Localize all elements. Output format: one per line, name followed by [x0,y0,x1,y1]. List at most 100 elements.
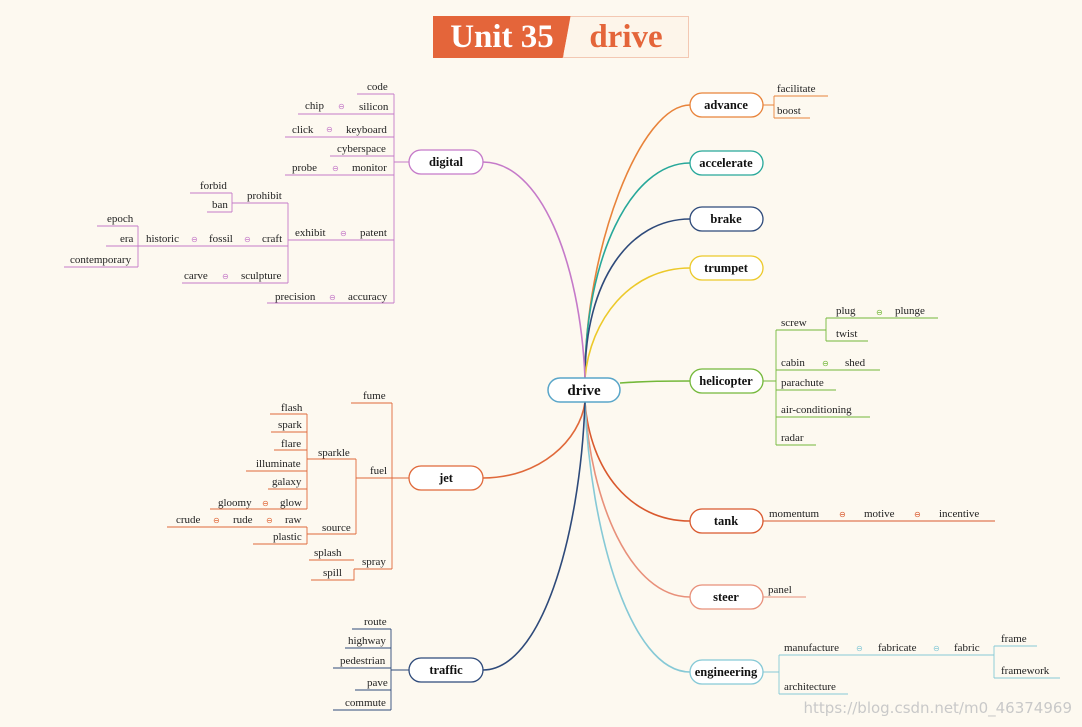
word-plunge: plunge [895,305,925,317]
svg-text:engineering: engineering [695,665,758,679]
word-fuel: fuel [370,465,387,477]
unit-label: Unit 35 [433,16,571,58]
word-code: code [367,81,388,93]
word-precision: precision [275,291,316,303]
word-plug: plug [836,305,856,317]
word-spill: spill [323,567,342,579]
svg-text:tank: tank [714,514,738,528]
svg-text:⊖: ⊖ [266,516,273,525]
word-pedestrian: pedestrian [340,655,386,667]
word-cyberspace: cyberspace [337,143,386,155]
word-probe: probe [292,162,317,174]
word-radar: radar [781,432,804,444]
word-framework: framework [1001,665,1050,677]
word-fossil: fossil [209,233,233,245]
word-keyboard: keyboard [346,124,387,136]
word-historic: historic [146,233,179,245]
node-steer: steer [689,584,764,610]
svg-text:accelerate: accelerate [699,156,753,170]
word-flare: flare [281,438,301,450]
word-pave: pave [367,677,388,689]
root-label: drive [567,383,601,399]
word-contemporary: contemporary [70,254,132,266]
node-helicopter: helicopter [689,368,764,394]
watermark: https://blog.csdn.net/m0_46374969 [804,699,1072,718]
word-source: source [322,522,351,534]
svg-text:⊖: ⊖ [213,516,220,525]
word-manufacture: manufacture [784,642,839,654]
node-jet: jet [408,465,484,491]
word-chip: chip [305,100,324,112]
word-incentive: incentive [939,508,979,520]
svg-text:⊖: ⊖ [262,499,269,508]
node-advance: advance [689,92,764,118]
node-tank: tank [689,508,764,534]
word-flash: flash [281,402,303,414]
word-motive: motive [864,508,895,520]
word-silicon: silicon [359,101,389,113]
word-architecture: architecture [784,681,836,693]
svg-text:⊖: ⊖ [222,272,229,281]
svg-text:⊖: ⊖ [332,164,339,173]
word-highway: highway [348,635,386,647]
node-digital: digital [408,149,484,175]
root-node [547,377,621,403]
word-rude: rude [233,514,253,526]
svg-text:⊖: ⊖ [839,510,846,519]
word-ban: ban [212,199,228,211]
word-epoch: epoch [107,213,134,225]
word-monitor: monitor [352,162,387,174]
svg-text:⊖: ⊖ [822,359,829,368]
svg-text:steer: steer [713,590,739,604]
word-illuminate: illuminate [256,458,301,470]
node-brake: brake [689,206,764,232]
word-splash: splash [314,547,342,559]
word-screw: screw [781,317,807,329]
title-banner: Unit 35 drive [433,16,689,58]
word-craft: craft [262,233,282,245]
word-boost: boost [777,105,801,117]
word-prohibit: prohibit [247,190,282,202]
word-carve: carve [184,270,208,282]
word-era: era [120,233,134,245]
word-sparkle: sparkle [318,447,350,459]
svg-text:⊖: ⊖ [933,644,940,653]
svg-text:advance: advance [704,98,748,112]
svg-text:trumpet: trumpet [704,261,749,275]
svg-text:⊖: ⊖ [244,235,251,244]
word-cabin: cabin [781,357,805,369]
svg-text:⊖: ⊖ [329,293,336,302]
node-accelerate: accelerate [689,150,764,176]
svg-text:⊖: ⊖ [340,229,347,238]
word-facilitate: facilitate [777,83,816,95]
word-parachute: parachute [781,377,824,389]
svg-text:⊖: ⊖ [326,125,333,134]
svg-text:⊖: ⊖ [338,102,345,111]
word-fabricate: fabricate [878,642,917,654]
node-trumpet: trumpet [689,255,764,281]
word-gloomy: gloomy [218,497,252,509]
word-commute: commute [345,697,386,709]
svg-text:traffic: traffic [429,663,463,677]
word-plastic: plastic [273,531,302,543]
svg-text:⊖: ⊖ [876,308,883,317]
word-frame: frame [1001,633,1027,645]
svg-text:digital: digital [429,155,464,169]
svg-text:⊖: ⊖ [191,235,198,244]
svg-text:⊖: ⊖ [856,644,863,653]
word-spark: spark [278,419,302,431]
word-crude: crude [176,514,201,526]
word-spray: spray [362,556,386,568]
word-fume: fume [363,390,386,402]
word-shed: shed [845,357,866,369]
word-momentum: momentum [769,508,820,520]
word-forbid: forbid [200,180,227,192]
word-fabric: fabric [954,642,980,654]
word-glow: glow [280,497,302,509]
word-panel: panel [768,584,792,596]
word-twist: twist [836,328,857,340]
node-engineering: engineering [689,659,764,685]
word-patent: patent [360,227,387,239]
word-galaxy: galaxy [272,476,302,488]
